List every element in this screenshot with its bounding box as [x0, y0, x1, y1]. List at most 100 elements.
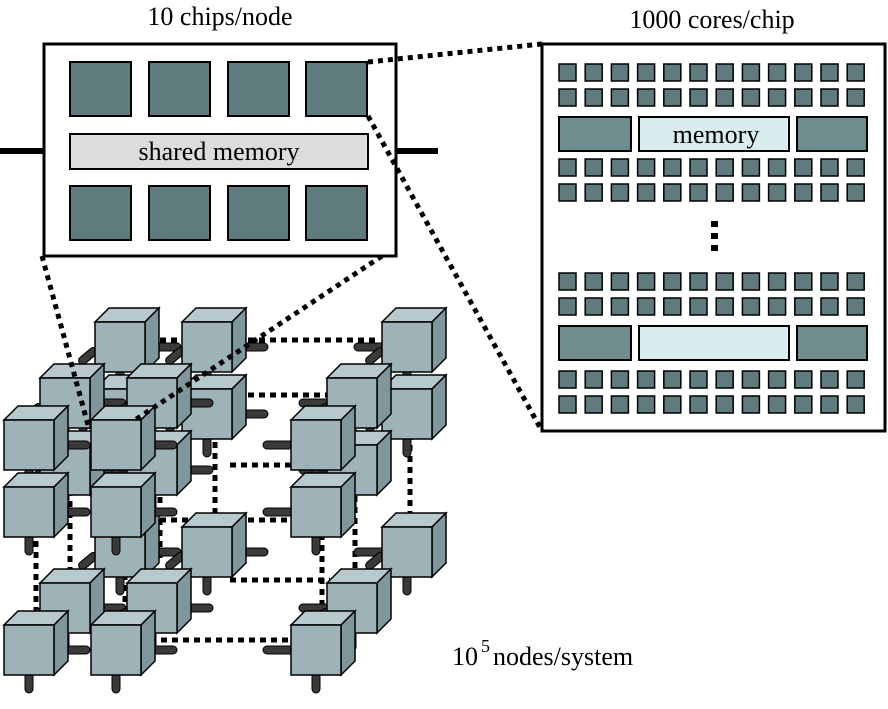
core: [610, 272, 630, 291]
core: [741, 63, 761, 82]
core: [741, 272, 761, 291]
core: [558, 395, 577, 414]
core: [846, 63, 865, 82]
core: [610, 297, 630, 316]
core: [558, 63, 577, 82]
core: [767, 183, 787, 202]
core: [715, 88, 734, 107]
core: [689, 183, 708, 202]
node-cube: [93, 306, 161, 374]
core: [636, 88, 656, 107]
core: [636, 272, 656, 291]
memory-bank-right: [796, 325, 868, 361]
system-title-unit: nodes/system: [493, 642, 633, 671]
core: [610, 63, 630, 82]
node-cube: [89, 609, 157, 677]
node-chip: [305, 61, 368, 117]
system-title-exponent: 5: [481, 636, 490, 656]
core: [584, 88, 603, 107]
core: [741, 395, 761, 414]
chip-box: memory: [540, 42, 887, 433]
core: [689, 370, 708, 389]
core: [558, 370, 577, 389]
memory-bank-left: [558, 325, 632, 361]
node-chip: [227, 61, 290, 117]
core: [584, 370, 603, 389]
memory-bank-right: [796, 116, 868, 152]
core: [689, 158, 708, 177]
node-cube: [38, 567, 106, 635]
core: [663, 395, 682, 414]
core: [741, 370, 761, 389]
core: [689, 297, 708, 316]
core: [767, 297, 787, 316]
core: [636, 395, 656, 414]
core: [715, 183, 734, 202]
chip-memory-label: memory: [673, 120, 760, 149]
core: [663, 158, 682, 177]
memory-bank-center: [638, 325, 790, 361]
core: [584, 183, 603, 202]
shared-memory-label: shared memory: [138, 137, 299, 166]
core: [636, 63, 656, 82]
chip-title: 1000 cores/chip: [629, 5, 794, 34]
core: [846, 370, 865, 389]
core: [741, 297, 761, 316]
shared-memory-block: [69, 133, 369, 170]
core: [584, 395, 603, 414]
core: [558, 272, 577, 291]
node-cube: [289, 609, 357, 677]
core: [636, 183, 656, 202]
node-cube: [2, 471, 70, 539]
node-link: [262, 645, 296, 655]
node-cube: [180, 306, 248, 374]
core: [794, 63, 813, 82]
core: [584, 63, 603, 82]
core: [610, 88, 630, 107]
core: [794, 395, 813, 414]
node-chip: [227, 185, 290, 241]
core: [767, 88, 787, 107]
core: [794, 272, 813, 291]
core: [689, 63, 708, 82]
node-chip: [148, 61, 211, 117]
node-link: [262, 440, 296, 450]
core: [610, 370, 630, 389]
core: [584, 158, 603, 177]
node-chip: [148, 185, 211, 241]
node-chip: [305, 185, 368, 241]
core: [715, 63, 734, 82]
core: [767, 370, 787, 389]
core: [663, 88, 682, 107]
core: [663, 297, 682, 316]
core: [610, 395, 630, 414]
core: [663, 63, 682, 82]
chip-memory-banks: [558, 116, 868, 361]
core: [584, 297, 603, 316]
core: [820, 63, 839, 82]
core: [715, 297, 734, 316]
core: [794, 158, 813, 177]
core: [820, 395, 839, 414]
node-cube: [89, 404, 157, 472]
core: [820, 158, 839, 177]
core: [794, 88, 813, 107]
core: [558, 183, 577, 202]
core: [715, 370, 734, 389]
core: [689, 88, 708, 107]
node-title: 10 chips/node: [147, 2, 292, 31]
core: [558, 297, 577, 316]
core: [820, 183, 839, 202]
system-title-base: 10: [452, 642, 478, 671]
node-cube: [289, 404, 357, 472]
core: [558, 88, 577, 107]
core: [715, 158, 734, 177]
core: [636, 297, 656, 316]
chip-ellipsis: [711, 221, 718, 251]
core: [820, 88, 839, 107]
core: [663, 272, 682, 291]
memory-bank-center: [638, 116, 790, 152]
